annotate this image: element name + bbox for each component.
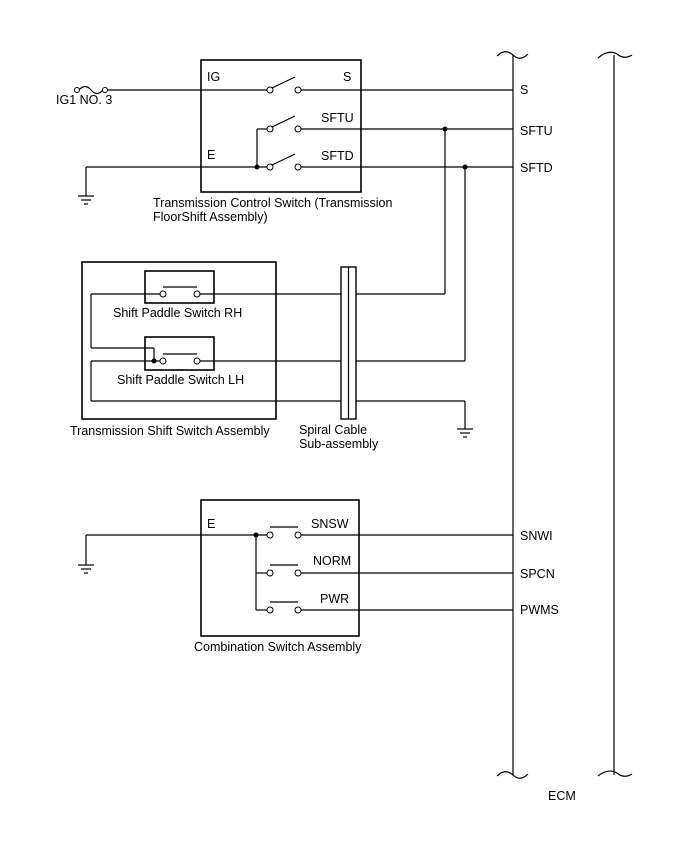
tcs-name-line2: FloorShift Assembly) xyxy=(153,210,268,224)
tcs-pin-e: E xyxy=(207,148,215,162)
combo-pin-e: E xyxy=(207,517,215,531)
tcs-pin-ig: IG xyxy=(207,70,220,84)
tcs-name-line1: Transmission Control Switch (Transmissio… xyxy=(153,196,392,210)
paddle-lh-label: Shift Paddle Switch LH xyxy=(117,373,244,387)
combination-switch: E SNSW NORM PWR Combination Switch Assem… xyxy=(86,499,513,654)
ecm-block: ECM xyxy=(496,51,633,803)
tcs-pin-sftu: SFTU xyxy=(321,111,354,125)
fuse-label: IG1 NO. 3 xyxy=(56,93,112,107)
combo-pin-snsw: SNSW xyxy=(311,517,349,531)
shift-assembly-label: Transmission Shift Switch Assembly xyxy=(70,424,270,438)
combo-pin-norm: NORM xyxy=(313,554,351,568)
ecm-pin-s: S xyxy=(520,83,528,97)
ecm-pin-spcn: SPCN xyxy=(520,567,555,581)
tcs-pin-sftd: SFTD xyxy=(321,149,354,163)
ground-icon xyxy=(78,535,94,574)
paddle-rh-label: Shift Paddle Switch RH xyxy=(113,306,242,320)
ground-icon xyxy=(78,166,201,205)
transmission-control-switch: IG S SFTU E SFTD Transmission Control Sw… xyxy=(153,59,513,224)
combo-pin-pwr: PWR xyxy=(320,592,349,606)
fuse-symbol xyxy=(78,85,104,95)
spiral-cable-label-1: Spiral Cable xyxy=(299,423,367,437)
shift-switch-assembly: Shift Paddle Switch RH Shift Paddle Swit… xyxy=(70,261,465,438)
ecm-label: ECM xyxy=(548,789,576,803)
ecm-pin-snwi: SNWI xyxy=(520,529,553,543)
ecm-pin-sftu: SFTU xyxy=(520,124,553,138)
spiral-cable: Spiral Cable Sub-assembly xyxy=(299,266,379,451)
combo-assembly-label: Combination Switch Assembly xyxy=(194,640,362,654)
ecm-pin-pwms: PWMS xyxy=(520,603,559,617)
ecm-pin-sftd: SFTD xyxy=(520,161,553,175)
fuse-circuit: IG1 NO. 3 xyxy=(56,85,201,107)
tcs-pin-s: S xyxy=(343,70,351,84)
ground-icon xyxy=(457,401,473,438)
spiral-cable-label-2: Sub-assembly xyxy=(299,437,379,451)
